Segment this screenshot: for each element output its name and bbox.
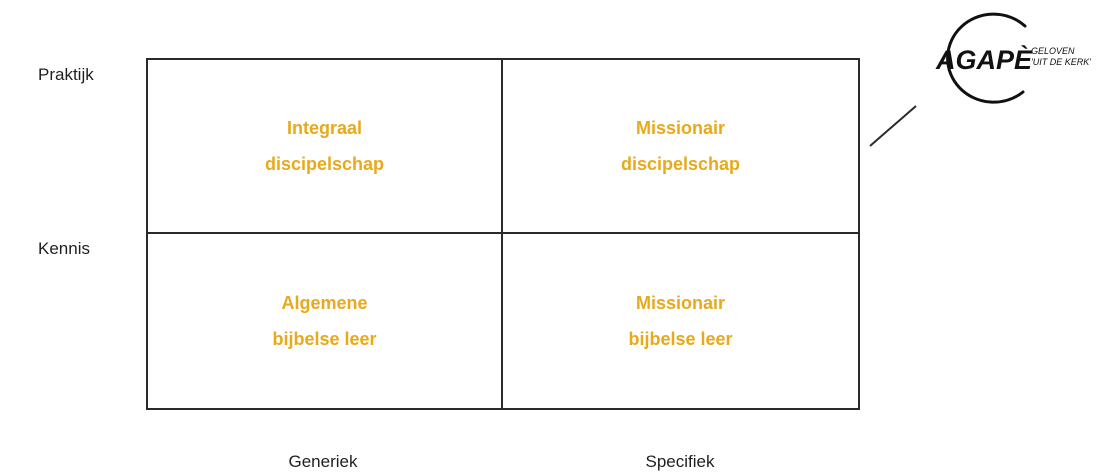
column-label-specifiek: Specifiek bbox=[645, 452, 715, 471]
logo-wordmark: AGAPÈ bbox=[935, 44, 1033, 75]
quadrant-matrix: Integraal discipelschap Missionair disci… bbox=[146, 58, 860, 410]
agape-logo: AGAPÈ GELOVEN 'UIT DE KERK' bbox=[935, 12, 1091, 104]
cell-text-integraal-discipelschap: Integraal discipelschap bbox=[264, 118, 385, 174]
callout-line bbox=[869, 105, 917, 147]
cell-top-right: Missionair discipelschap bbox=[503, 60, 858, 234]
cell-bottom-left: Algemene bijbelse leer bbox=[148, 234, 503, 408]
logo-tagline-line2: 'UIT DE KERK' bbox=[1031, 57, 1091, 67]
cell-bottom-right: Missionair bijbelse leer bbox=[503, 234, 858, 408]
cell-text-algemene-bijbelse-leer: Algemene bijbelse leer bbox=[272, 293, 377, 349]
cell-top-left: Integraal discipelschap bbox=[148, 60, 503, 234]
row-label-praktijk: Praktijk bbox=[38, 65, 94, 84]
cell-text-missionair-discipelschap: Missionair discipelschap bbox=[620, 118, 741, 174]
cell-text-missionair-bijbelse-leer: Missionair bijbelse leer bbox=[628, 293, 733, 349]
logo-tagline-line1: GELOVEN bbox=[1031, 46, 1075, 56]
column-label-generiek: Generiek bbox=[288, 452, 358, 471]
row-label-kennis: Kennis bbox=[38, 239, 90, 258]
